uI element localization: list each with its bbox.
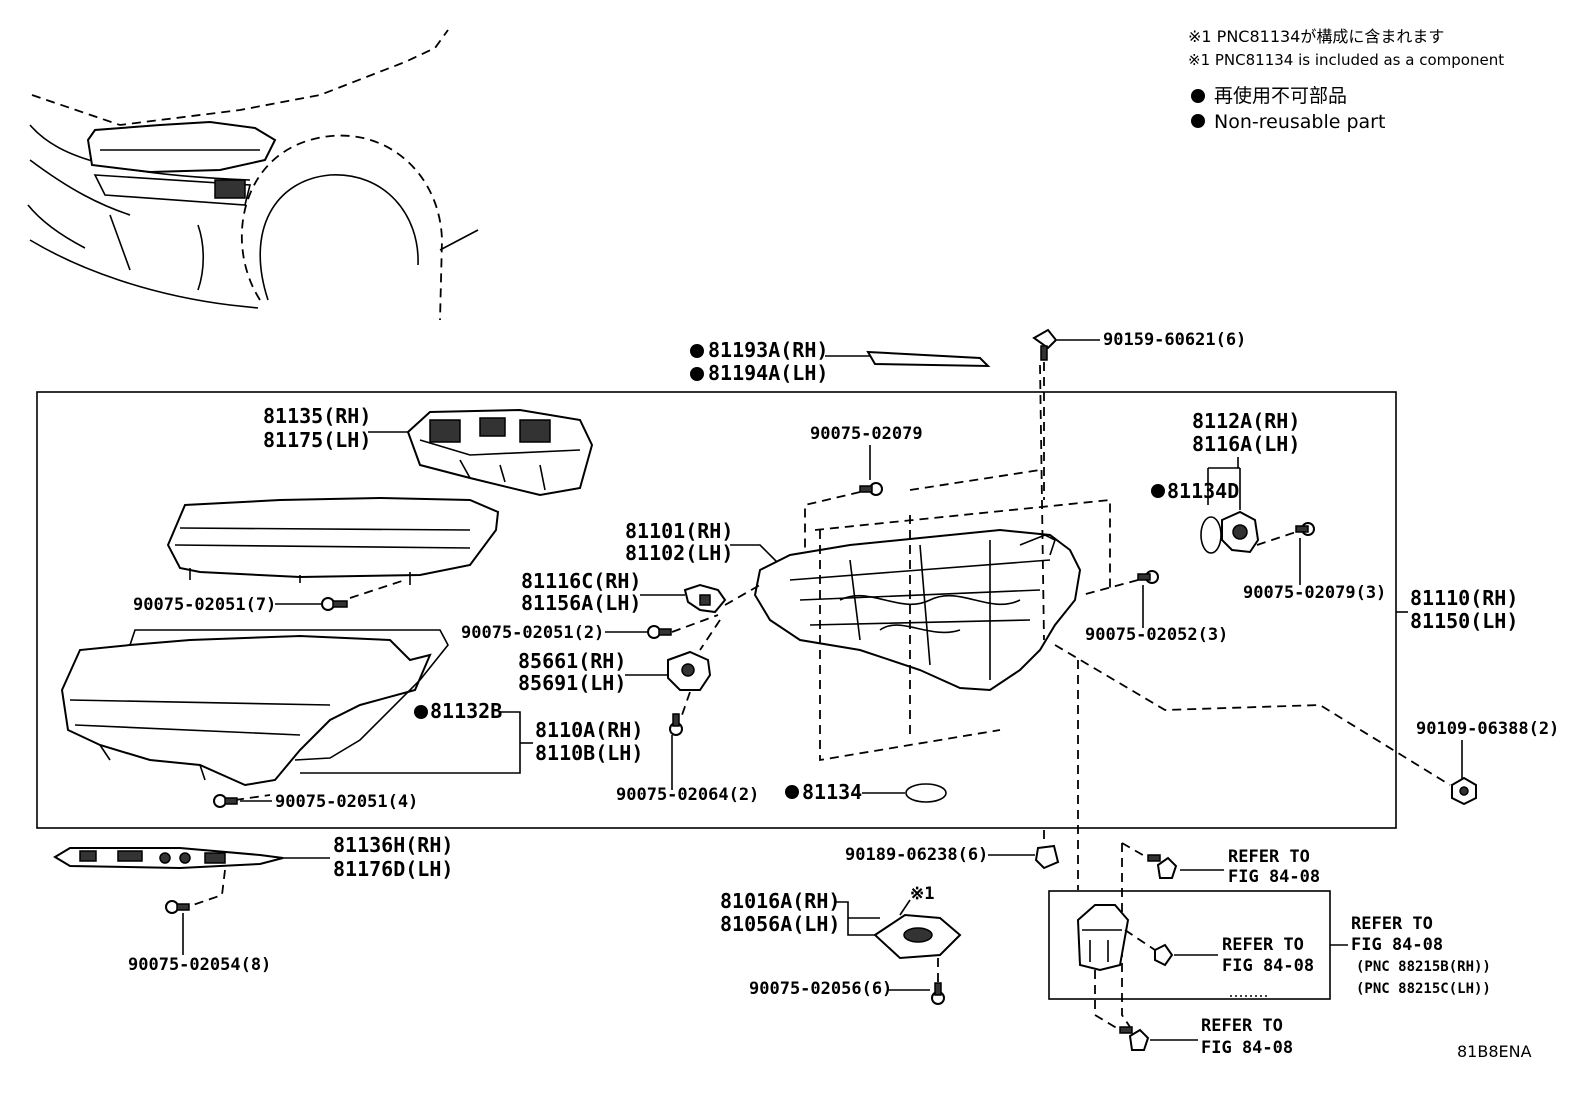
part-label-90075-02051-7: 90075-02051(7) xyxy=(133,595,276,615)
refer-label-2a: REFER TO xyxy=(1222,935,1304,955)
refer-label-3b: FIG 84-08 xyxy=(1351,935,1443,955)
lens-lower-part xyxy=(60,629,449,787)
motor-85661-part xyxy=(667,650,712,691)
note-component-jp: ※1 PNC81134が構成に含まれます xyxy=(1188,27,1444,46)
pnc-rh-label: (PNC 88215B(RH)) xyxy=(1356,959,1491,975)
part-label-81156a: 81156A(LH) xyxy=(521,591,641,615)
lens-upper-part xyxy=(166,496,500,585)
non-reusable-bullet-icon xyxy=(1191,89,1205,103)
pnc-lh-label: (PNC 88215C(LH)) xyxy=(1356,981,1491,997)
non-reusable-mark-icon xyxy=(785,785,799,799)
part-label-90109: 90109-06388(2) xyxy=(1416,719,1559,739)
bolt-refer4-part xyxy=(1119,1026,1150,1051)
part-label-90189: 90189-06238(6) xyxy=(845,845,988,865)
part-label-90075-02054: 90075-02054(8) xyxy=(128,955,271,975)
part-label-90075-02079: 90075-02079 xyxy=(810,424,923,444)
part-label-90075-02052-3: 90075-02052(3) xyxy=(1085,625,1228,645)
part-label-81116c: 81116C(RH) xyxy=(521,569,641,593)
o-ring-81134-part xyxy=(905,783,947,803)
vehicle-location-sketch xyxy=(27,29,479,321)
part-label-90075-02051-2: 90075-02051(2) xyxy=(461,623,604,643)
part-label-81193a: 81193A(RH) xyxy=(708,338,828,362)
refer-label-4b: FIG 84-08 xyxy=(1201,1038,1293,1058)
part-label-8112a: 8112A(RH) xyxy=(1192,409,1300,433)
non-reusable-mark-icon xyxy=(690,344,704,358)
part-label-81132b: 81132B xyxy=(430,699,502,723)
part-label-81135: 81135(RH) xyxy=(263,404,371,428)
part-label-81136h: 81136H(RH) xyxy=(333,833,453,857)
figure-code: 81B8ENA xyxy=(1457,1042,1532,1061)
bolt-refer2-part xyxy=(1154,943,1174,967)
part-label-90075-02051-4: 90075-02051(4) xyxy=(275,792,418,812)
garnish-81136h-part xyxy=(53,847,284,870)
part-label-85691: 85691(LH) xyxy=(518,671,626,695)
part-label-81194a: 81194A(LH) xyxy=(708,361,828,385)
part-label-90159: 90159-60621(6) xyxy=(1103,330,1246,350)
screw-icon xyxy=(165,900,190,914)
part-label-90075-02056: 90075-02056(6) xyxy=(749,979,892,999)
headlamp-assembly-box xyxy=(36,391,1397,829)
part-label-81134d: 81134D xyxy=(1167,479,1239,503)
non-reusable-mark-icon xyxy=(690,367,704,381)
screw-icon xyxy=(647,625,672,639)
bolt-90109-part xyxy=(1451,776,1477,806)
part-label-85661: 85661(RH) xyxy=(518,649,626,673)
part-label-81175: 81175(LH) xyxy=(263,428,371,452)
o-ring-81134d-part xyxy=(1200,516,1222,554)
part-label-81101: 81101(RH) xyxy=(625,519,733,543)
note-component-en: ※1 PNC81134 is included as a component xyxy=(1188,51,1504,69)
screw-icon xyxy=(1295,522,1315,536)
part-label-8116a: 8116A(LH) xyxy=(1192,432,1300,456)
part-label-81056a: 81056A(LH) xyxy=(720,912,840,936)
part-label-81176d: 81176D(LH) xyxy=(333,857,453,881)
screw-icon xyxy=(321,597,348,611)
part-label-81110: 81110(RH) xyxy=(1410,586,1518,610)
screw-icon xyxy=(931,982,945,1005)
refer-label-4a: REFER TO xyxy=(1201,1016,1283,1036)
part-label-81134: 81134 xyxy=(802,780,862,804)
non-reusable-bullet-icon xyxy=(1191,114,1205,128)
screw-icon xyxy=(669,713,683,736)
seal-strip-part xyxy=(866,350,991,368)
bracket-sensor-part xyxy=(1076,904,1130,972)
part-label-90075-02079-3: 90075-02079(3) xyxy=(1243,583,1386,603)
actuator-81116c-part xyxy=(683,583,727,614)
part-label-81102: 81102(LH) xyxy=(625,541,733,565)
refer-label-3a: REFER TO xyxy=(1351,914,1433,934)
nut-90189-part xyxy=(1034,844,1060,870)
refer-label-1a: REFER TO xyxy=(1228,847,1310,867)
legend-jp: 再使用不可部品 xyxy=(1214,85,1347,107)
part-label-8110b: 8110B(LH) xyxy=(535,741,643,765)
refer-label-1b: FIG 84-08 xyxy=(1228,867,1320,887)
non-reusable-mark-icon xyxy=(1151,484,1165,498)
part-label-8110a: 8110A(RH) xyxy=(535,718,643,742)
screw-icon xyxy=(213,794,238,808)
headlamp-housing-part xyxy=(753,528,1082,692)
part-label-81016a: 81016A(RH) xyxy=(720,889,840,913)
leveling-motor-8112a-part xyxy=(1221,510,1260,554)
led-driver-81016a-part xyxy=(873,913,962,960)
screw-icon xyxy=(859,482,883,496)
screw-icon xyxy=(1137,570,1159,584)
note-mark-1: ※1 xyxy=(910,884,934,904)
legend-en: Non-reusable part xyxy=(1214,111,1385,133)
part-label-81150: 81150(LH) xyxy=(1410,609,1518,633)
refer-label-2b: FIG 84-08 xyxy=(1222,956,1314,976)
non-reusable-mark-icon xyxy=(414,705,428,719)
part-label-90075-02064: 90075-02064(2) xyxy=(616,785,759,805)
bolt-90159-part xyxy=(1032,328,1058,361)
bolt-refer1-part xyxy=(1147,854,1178,879)
module-81135-part xyxy=(406,408,594,497)
